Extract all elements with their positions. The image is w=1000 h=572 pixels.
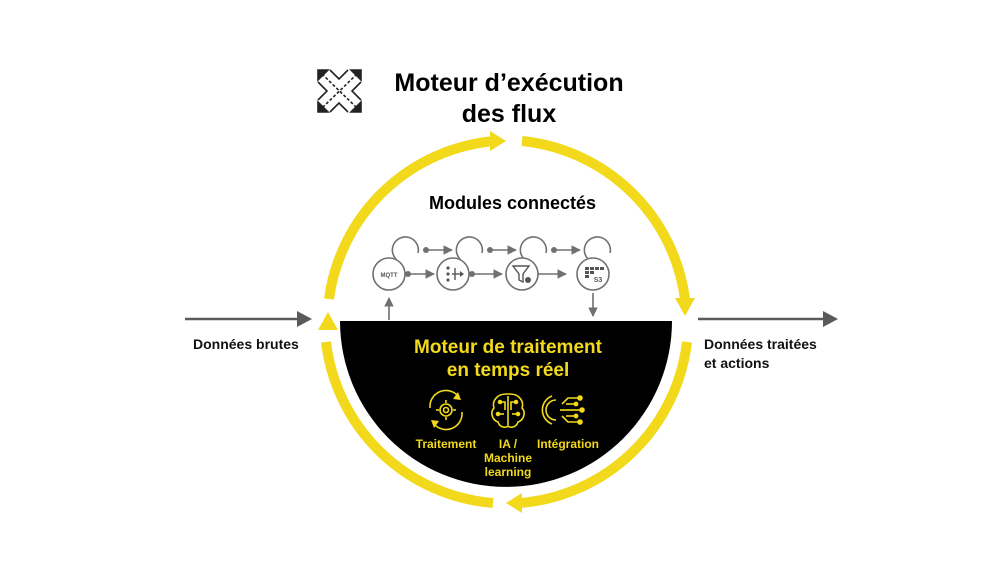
s3-storage-icon	[585, 267, 604, 278]
modules-chain	[384, 236, 612, 320]
integration-icon	[541, 395, 585, 425]
output-label: Données traitées et actions	[704, 335, 817, 373]
split-icon	[446, 266, 464, 282]
input-label: Données brutes	[193, 336, 299, 352]
filter-gear-icon	[511, 265, 531, 284]
output-label-line-1: Données traitées	[704, 336, 817, 352]
cycle-arc-bottom-left	[321, 341, 494, 508]
cycle-arrowhead-bottom	[506, 493, 522, 513]
title-line-2: des flux	[461, 100, 557, 128]
engine-title-line-2: en temps réel	[446, 360, 570, 381]
cycle-arrowheads	[318, 131, 695, 513]
module-node-split	[436, 257, 470, 291]
cycle-ring	[321, 136, 692, 508]
node-loop	[455, 236, 484, 260]
mqtt-icon: MQTT	[381, 273, 398, 279]
diagram-title: Moteur d’exécution des flux	[380, 68, 638, 130]
svg-text:S3: S3	[594, 277, 603, 284]
expand-arrows-icon	[317, 69, 362, 113]
output-label-line-2: et actions	[704, 355, 770, 371]
module-node-mqtt: MQTT	[372, 257, 406, 291]
feature-label-integration: Intégration	[537, 437, 599, 451]
feature-label-processing: Traitement	[415, 437, 477, 451]
module-node-filter	[505, 257, 539, 291]
engine-title: Moteur de traitement en temps réel	[388, 336, 628, 382]
feature-label-ai: IA / Machine learning	[483, 437, 532, 479]
module-node-s3: S3	[576, 257, 610, 291]
input-arrow	[185, 311, 312, 327]
cycle-arrowhead-right	[675, 298, 695, 316]
cycle-arrowhead-left	[318, 312, 338, 330]
node-loop	[519, 236, 548, 260]
node-loop	[583, 236, 612, 260]
processing-gear-icon	[429, 389, 463, 431]
title-line-1: Moteur d’exécution	[394, 69, 624, 97]
engine-panel	[340, 321, 672, 487]
cycle-arc-top-right	[521, 136, 690, 300]
brain-chip-icon	[491, 393, 525, 428]
output-arrow	[698, 311, 838, 327]
cycle-arrowhead-top	[490, 131, 506, 151]
modules-title: Modules connectés	[428, 193, 597, 213]
cycle-arc-bottom-right	[519, 341, 692, 508]
engine-title-line-1: Moteur de traitement	[414, 337, 602, 358]
cycle-arc-top-left	[324, 136, 496, 300]
node-loop	[391, 236, 420, 260]
